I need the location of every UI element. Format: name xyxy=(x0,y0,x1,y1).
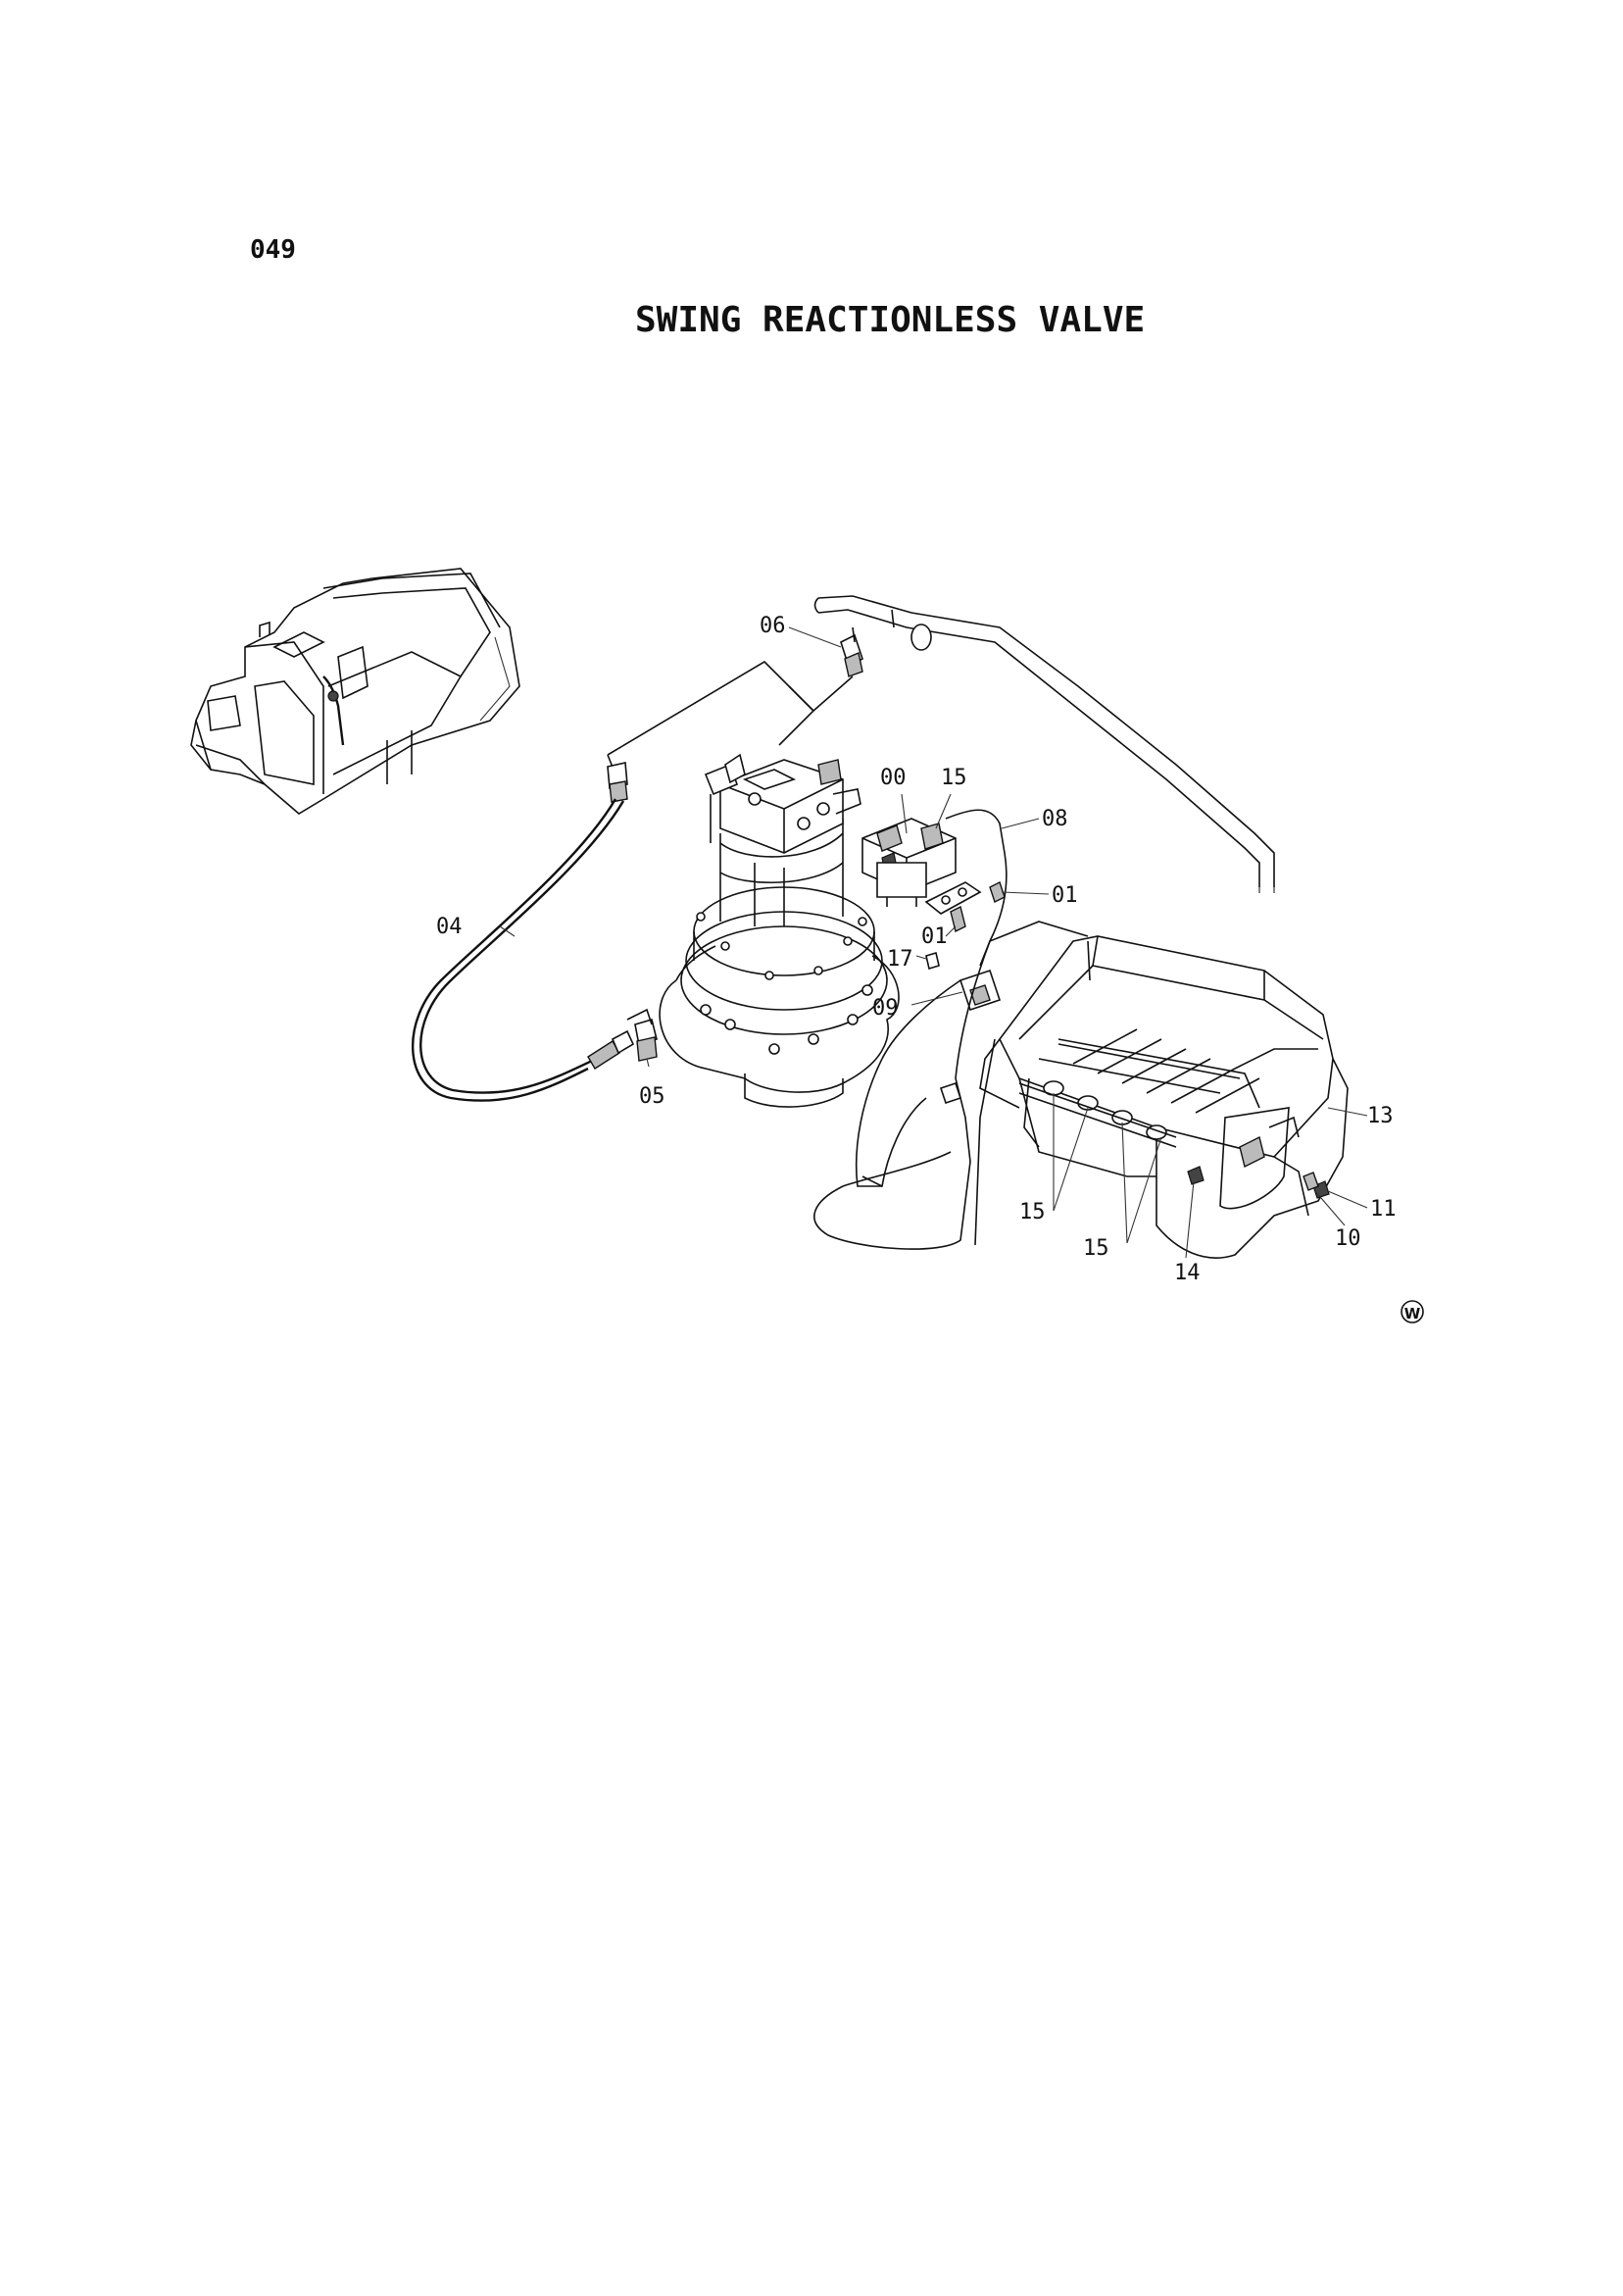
callout-09: 09 xyxy=(872,996,899,1021)
callout-15: 15 xyxy=(941,766,967,790)
fitting-05 xyxy=(626,1008,658,1062)
callout-00: 00 xyxy=(880,766,907,790)
callout-17: 17 xyxy=(887,947,913,972)
harness-08 xyxy=(945,809,1008,942)
variant-mark: W xyxy=(1401,1300,1424,1323)
harness-14-15 xyxy=(813,940,996,1250)
leader-lines xyxy=(607,660,854,775)
callout-10: 10 xyxy=(1335,1226,1361,1251)
callout-11: 11 xyxy=(1370,1197,1397,1222)
callout-leaders xyxy=(499,626,1368,1259)
reactionless-valve-00 xyxy=(861,818,957,907)
pilot-tube xyxy=(813,595,1275,897)
page-number: 049 xyxy=(250,235,296,265)
cab-floor-frame xyxy=(855,921,1349,1259)
swing-motor xyxy=(659,753,900,1108)
callout-14: 14 xyxy=(1174,1261,1201,1285)
callout-06: 06 xyxy=(760,614,786,638)
callout-01: 01 xyxy=(1052,883,1078,908)
callout-15: 15 xyxy=(1019,1200,1046,1224)
callout-labels: 06 00 15 08 01 01 04 17 09 05 13 11 10 1… xyxy=(436,614,1397,1285)
excavator-overview xyxy=(190,568,520,815)
callout-05: 05 xyxy=(639,1084,665,1109)
hose-04 xyxy=(412,762,635,1102)
callout-01: 01 xyxy=(921,924,948,949)
callout-08: 08 xyxy=(1042,807,1068,831)
callout-13: 13 xyxy=(1367,1104,1394,1128)
callout-04: 04 xyxy=(436,915,463,939)
page-title: SWING REACTIONLESS VALVE xyxy=(635,300,1146,340)
callout-15: 15 xyxy=(1083,1236,1109,1261)
variant-mark-letter: W xyxy=(1404,1305,1421,1323)
fitting-06 xyxy=(840,626,863,677)
